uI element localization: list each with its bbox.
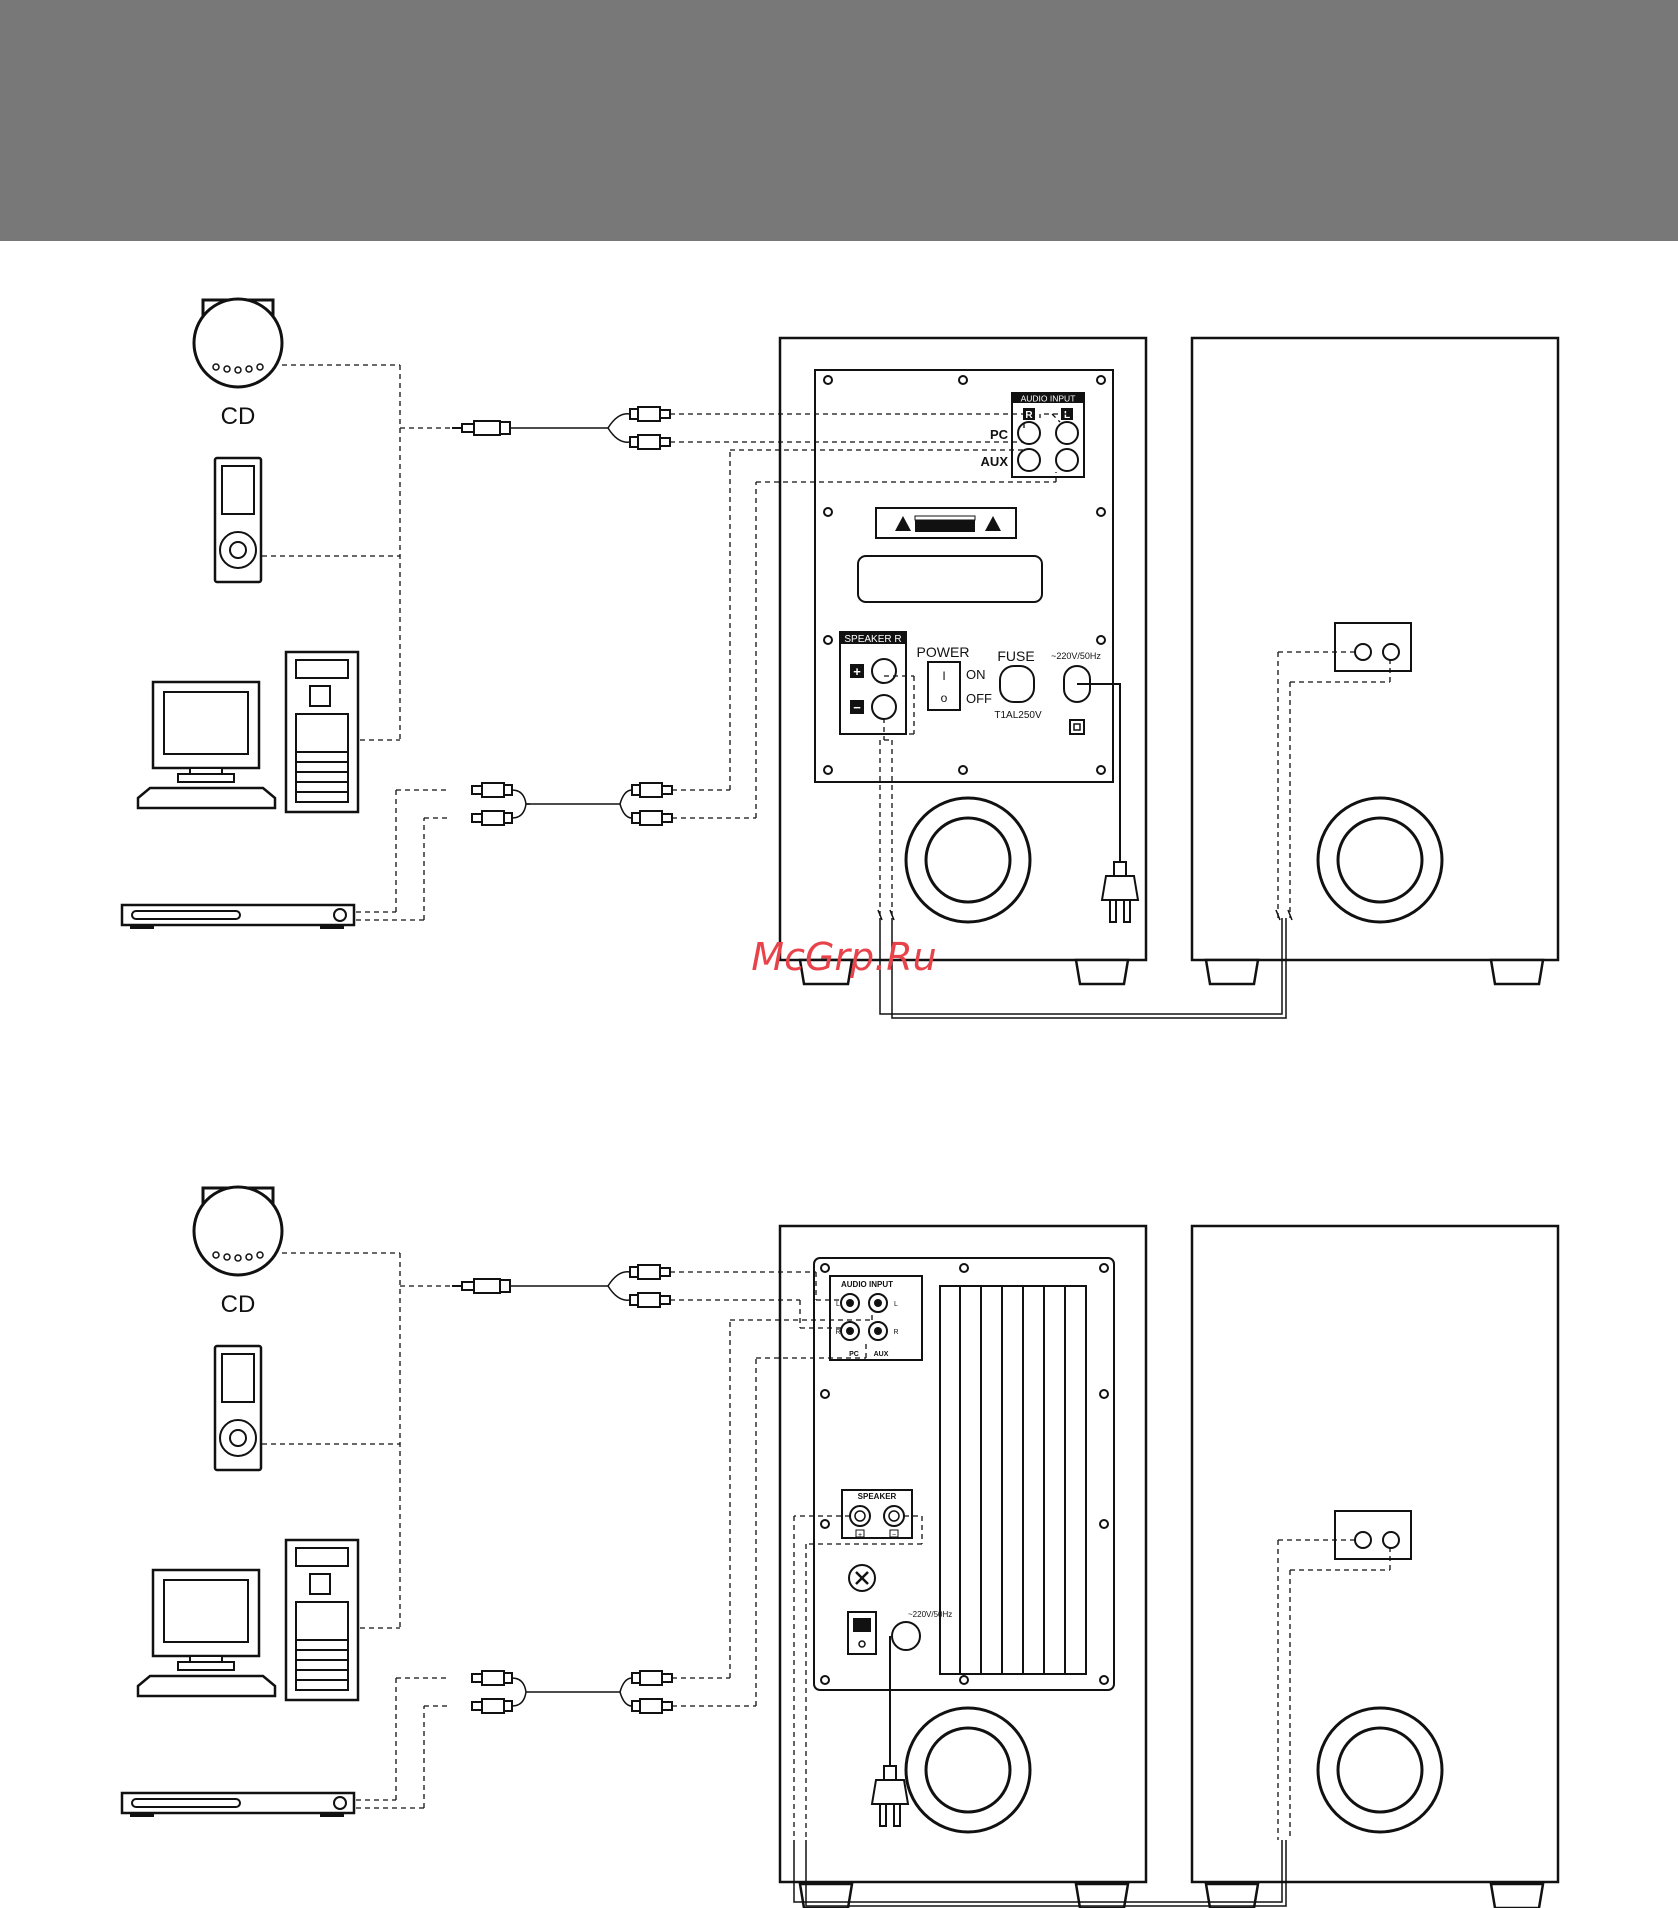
rca-plug-icon bbox=[630, 435, 670, 449]
channel-r-label: R bbox=[1025, 410, 1033, 421]
switch-off-mark: o bbox=[941, 691, 948, 705]
audio-input-label: AUDIO INPUT bbox=[1021, 394, 1076, 404]
rca-plug-icon bbox=[472, 783, 512, 797]
minus-label: − bbox=[892, 1532, 896, 1539]
top-diagram: CD bbox=[122, 299, 1558, 1018]
speaker-foot bbox=[1076, 1884, 1128, 1908]
rca-plug-icon bbox=[630, 1293, 670, 1307]
l-label-left: L bbox=[836, 1301, 840, 1308]
audio-input-label: AUDIO INPUT bbox=[841, 1280, 893, 1289]
speaker-foot bbox=[1206, 960, 1258, 984]
aux-input-label: AUX bbox=[981, 454, 1009, 469]
off-label: OFF bbox=[966, 691, 992, 706]
mp3-player-icon bbox=[215, 1346, 261, 1470]
rca-plug-icon bbox=[630, 1265, 670, 1279]
woofer-icon bbox=[1318, 798, 1442, 922]
source-bus bbox=[262, 1253, 450, 1808]
speaker-foot bbox=[1491, 1884, 1543, 1908]
speaker-plus-terminal[interactable] bbox=[872, 659, 896, 683]
dvd-player-icon bbox=[122, 1793, 354, 1817]
dvd-player-icon bbox=[122, 905, 354, 929]
aux-l-socket[interactable] bbox=[1056, 449, 1078, 471]
computer-icon bbox=[138, 1540, 358, 1700]
fuse-label: FUSE bbox=[997, 648, 1034, 664]
pc-input-label: PC bbox=[990, 427, 1009, 442]
switch-on-mark: I bbox=[942, 669, 945, 683]
jack-plug-icon bbox=[452, 421, 510, 435]
r-label-left: R bbox=[835, 1329, 840, 1336]
pc-l-socket[interactable] bbox=[1056, 422, 1078, 444]
rca-plug-icon bbox=[472, 1699, 512, 1713]
woofer-icon bbox=[1318, 1708, 1442, 1832]
rca-plug-icon bbox=[472, 811, 512, 825]
cd-label: CD bbox=[221, 1291, 256, 1318]
on-label: ON bbox=[966, 667, 986, 682]
passive-terminals bbox=[1335, 1511, 1411, 1559]
rca-plug-icon bbox=[632, 1699, 672, 1713]
cd-player-icon bbox=[194, 299, 282, 387]
source-bus bbox=[262, 365, 450, 920]
heat-sink bbox=[940, 1286, 1086, 1674]
l-label-right: L bbox=[894, 1301, 898, 1308]
rca-plug-icon bbox=[632, 811, 672, 825]
mains-label: ~220V/50Hz bbox=[908, 1610, 952, 1619]
aux-input-label: AUX bbox=[874, 1351, 889, 1358]
r-label-right: R bbox=[893, 1329, 898, 1336]
cd-label: CD bbox=[221, 403, 256, 430]
speaker-minus-terminal[interactable] bbox=[872, 695, 896, 719]
computer-icon bbox=[138, 652, 358, 812]
plus-label: + bbox=[853, 664, 861, 679]
rca-plug-icon bbox=[632, 783, 672, 797]
pc-r-socket[interactable] bbox=[1018, 422, 1040, 444]
cd-player-icon bbox=[194, 1187, 282, 1275]
woofer-icon bbox=[906, 1708, 1030, 1832]
name-plate bbox=[858, 556, 1042, 602]
watermark: McGrp.Ru bbox=[751, 935, 936, 979]
aux-r-socket[interactable] bbox=[1018, 449, 1040, 471]
fuse-rating-label: T1AL250V bbox=[994, 710, 1042, 721]
power-label: POWER bbox=[917, 644, 970, 660]
speaker-foot bbox=[1076, 960, 1128, 984]
plus-label: + bbox=[858, 1532, 862, 1539]
jack-plug-icon bbox=[452, 1279, 510, 1293]
rca-plug-icon bbox=[472, 1671, 512, 1685]
fuse-holder[interactable] bbox=[1000, 666, 1034, 702]
minus-label: − bbox=[853, 700, 861, 715]
bottom-diagram: CD bbox=[122, 1187, 1558, 1908]
speaker-foot bbox=[1491, 960, 1543, 984]
channel-l-label: L bbox=[1064, 410, 1070, 421]
woofer-icon bbox=[906, 798, 1030, 922]
mains-socket bbox=[892, 1622, 920, 1650]
speaker-foot bbox=[1206, 1884, 1258, 1908]
rca-plug-icon bbox=[630, 407, 670, 421]
speaker-r-label: SPEAKER R bbox=[844, 634, 901, 645]
mains-label: ~220V/50Hz bbox=[1051, 651, 1101, 661]
passive-terminals bbox=[1335, 623, 1411, 671]
rca-plug-icon bbox=[632, 1671, 672, 1685]
speaker-foot bbox=[800, 1884, 852, 1908]
speaker-label: SPEAKER bbox=[858, 1492, 897, 1501]
mp3-player-icon bbox=[215, 458, 261, 582]
speaker-r-terminals bbox=[840, 632, 906, 734]
pc-input-label: PC bbox=[849, 1351, 859, 1358]
